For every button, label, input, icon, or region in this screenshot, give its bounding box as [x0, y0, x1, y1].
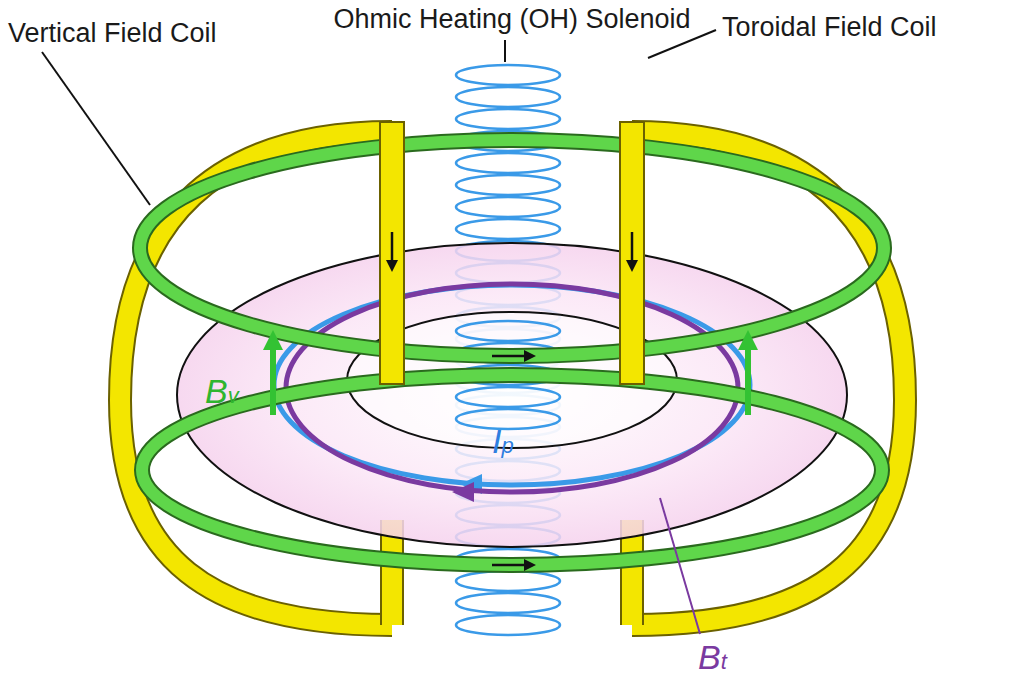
part-label: Vertical Field Coil — [8, 18, 217, 49]
current-arrow — [492, 350, 536, 571]
solenoid-turn — [456, 219, 560, 239]
vertical-field-arrow — [263, 330, 758, 415]
field-symbol: Bv — [205, 372, 239, 411]
toroidal-field-ring — [286, 284, 738, 502]
solenoid-turn — [456, 571, 560, 591]
solenoid-turn — [456, 321, 560, 341]
toroidal-field-coil — [380, 122, 644, 384]
solenoid-turn — [456, 175, 560, 195]
solenoid-turn — [456, 197, 560, 217]
part-label: Toroidal Field Coil — [722, 12, 937, 43]
solenoid-turn — [456, 87, 560, 107]
leader-line — [42, 30, 716, 634]
solenoid-turn — [456, 615, 560, 635]
solenoid-turn — [456, 387, 560, 407]
solenoid-turn — [456, 109, 560, 129]
solenoid-turn — [456, 593, 560, 613]
solenoid-turn — [456, 409, 560, 429]
toroidal-field-coil — [120, 132, 905, 625]
solenoid-turn — [456, 65, 560, 85]
current-symbol: Ip — [492, 422, 514, 461]
solenoid-turn — [456, 153, 560, 173]
part-label: Ohmic Heating (OH) Solenoid — [333, 4, 690, 35]
vertical-field-coil — [140, 140, 884, 565]
field-symbol: Bt — [698, 638, 727, 677]
